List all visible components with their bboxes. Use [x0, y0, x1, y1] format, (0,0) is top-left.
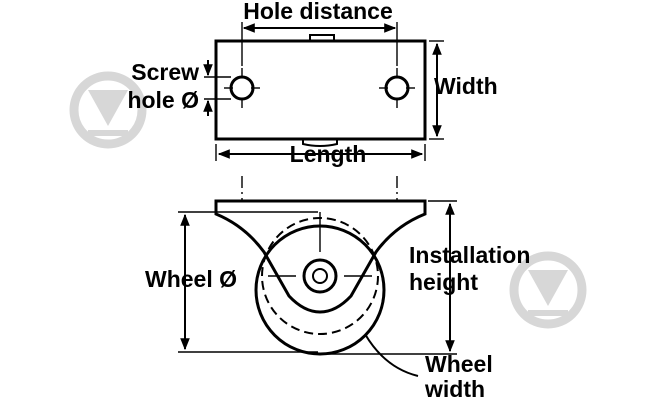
download-arrow-icon: [509, 251, 587, 329]
bracket: [214, 199, 427, 314]
label-screw-hole-2: hole Ø: [127, 87, 199, 113]
label-installation-2: height: [409, 269, 478, 295]
label-wheel-width-2: width: [424, 376, 485, 400]
label-wheel-diameter: Wheel Ø: [145, 266, 237, 292]
side-view: [178, 199, 457, 377]
label-hole-distance: Hole distance: [243, 0, 393, 24]
watermark-right: [509, 251, 587, 329]
label-installation-1: Installation: [409, 242, 530, 268]
label-screw-hole-1: Screw: [131, 59, 199, 85]
top-view: [203, 22, 444, 161]
label-width: Width: [434, 73, 498, 99]
wheel-width-leader: [364, 333, 419, 377]
watermark-left: [69, 71, 147, 149]
bottom-tab: [302, 139, 338, 147]
label-wheel-width-1: Wheel: [425, 351, 493, 377]
screw-hole-left: [229, 75, 255, 101]
mounting-plate-top: [214, 39, 427, 141]
axle-inner: [312, 268, 328, 284]
download-arrow-icon: [69, 71, 147, 149]
label-length: Length: [290, 141, 367, 167]
top-tab: [309, 34, 335, 42]
screw-hole-right: [384, 75, 410, 101]
axle-outer: [302, 258, 338, 294]
